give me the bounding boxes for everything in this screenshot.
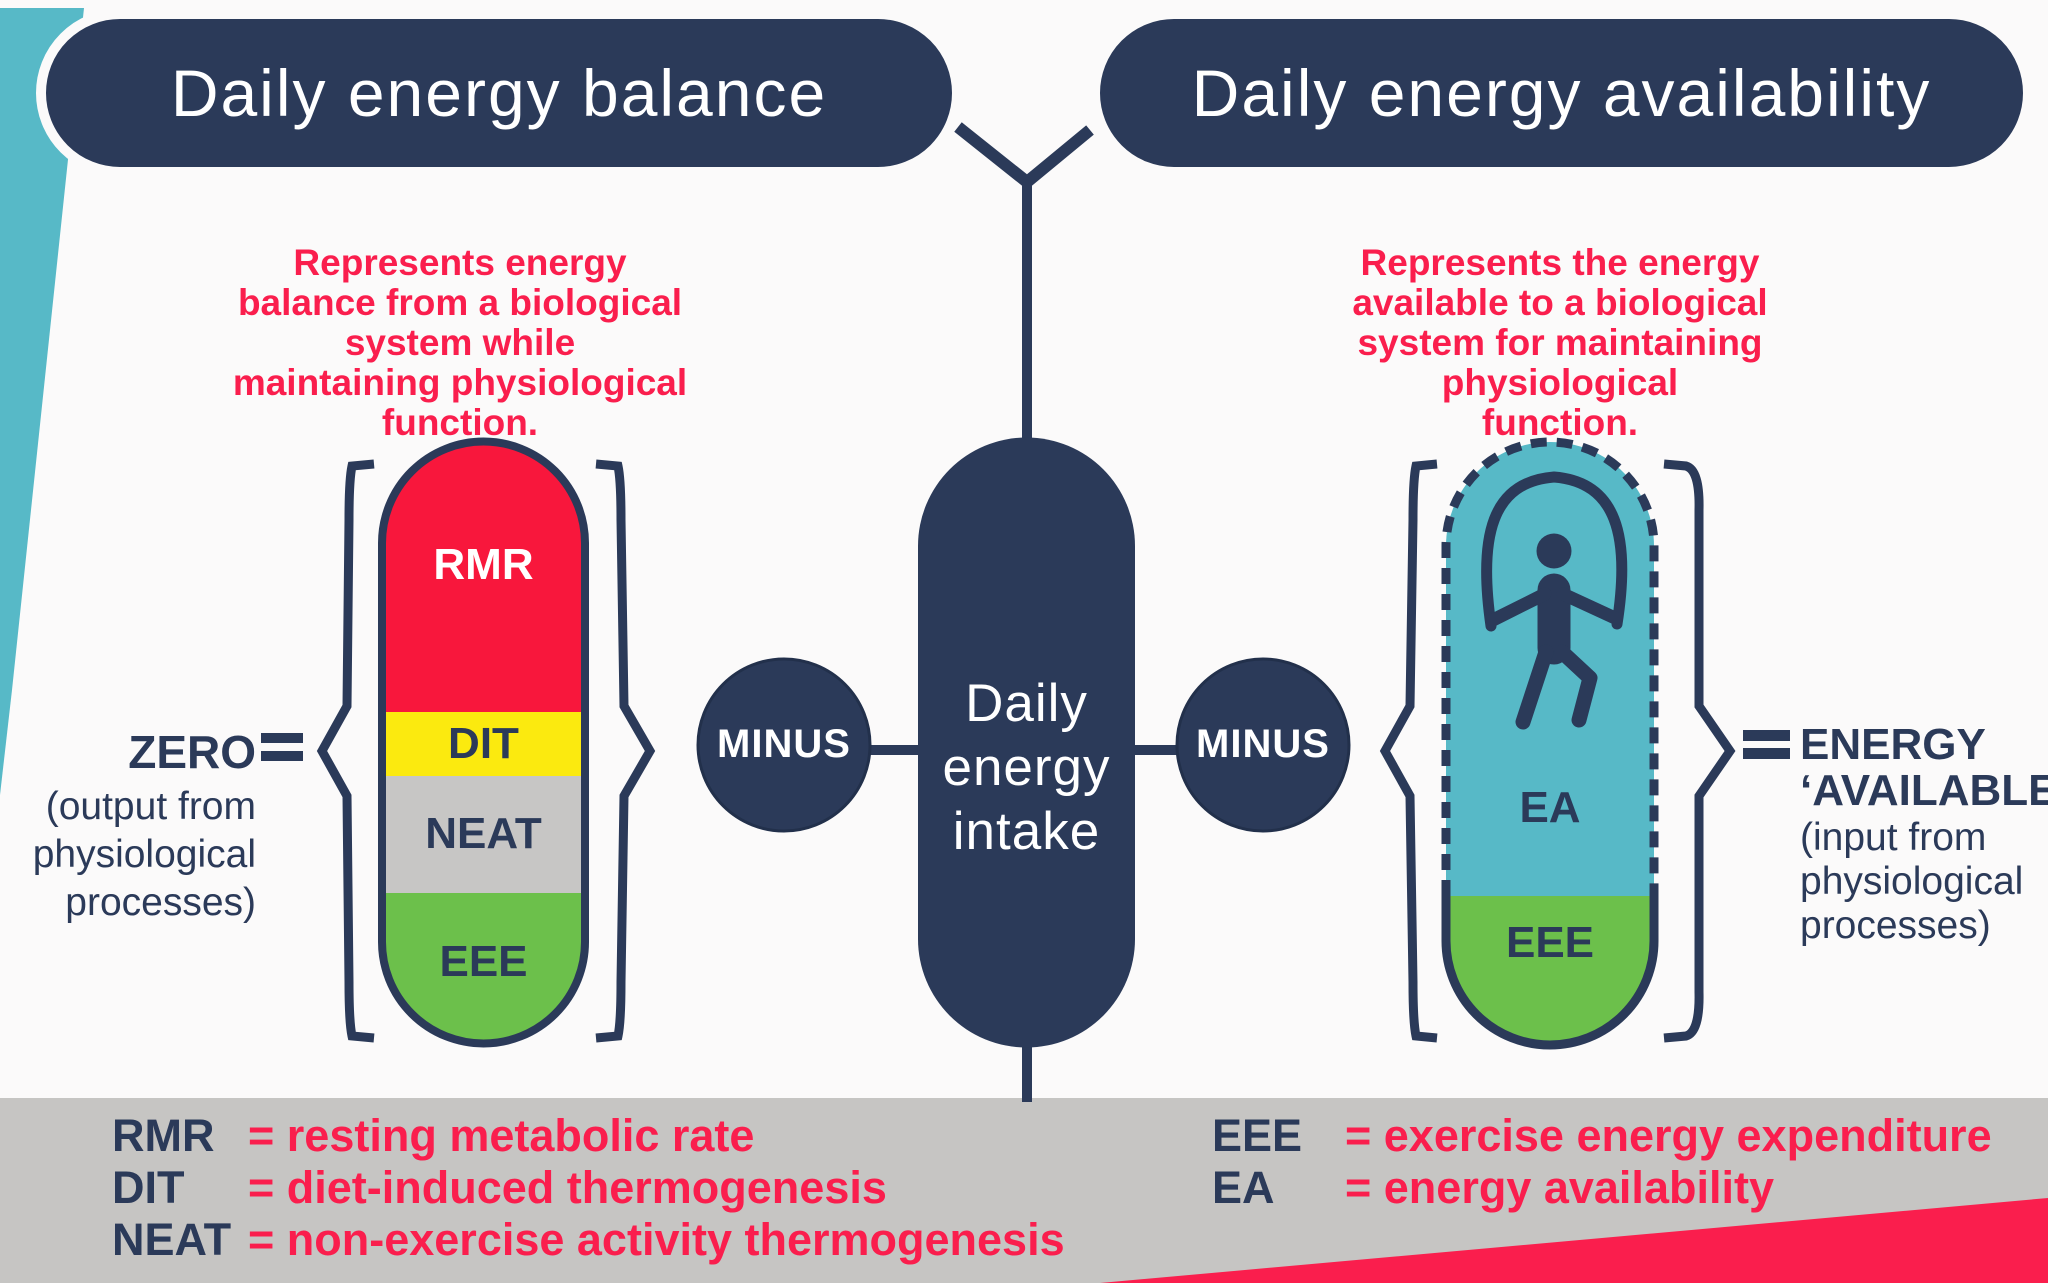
eee-solid-outline bbox=[1441, 896, 1659, 1050]
red-corner-wedge bbox=[1100, 1198, 2048, 1283]
zero-equals-icon bbox=[261, 751, 303, 761]
zero-subtext-line: physiological bbox=[32, 833, 256, 876]
description-line: function. bbox=[1481, 402, 1639, 443]
ea-dashed-outline bbox=[1441, 437, 1659, 896]
header-pill-right bbox=[1090, 9, 2033, 177]
energy-available-term: ENERGY ‘AVAILABLE’ bbox=[1800, 722, 2048, 814]
legend-definition: = exercise energy expenditure bbox=[1345, 1110, 1992, 1161]
legend-abbr: NEAT bbox=[112, 1214, 232, 1265]
description-line: system while bbox=[344, 322, 576, 363]
intake-capsule bbox=[918, 437, 1135, 1048]
jump-rope-arc bbox=[1481, 471, 1628, 632]
energy-subtext-line: processes) bbox=[1800, 904, 1991, 947]
energy-subtext: (input from physiological processes) bbox=[1800, 816, 2048, 948]
legend-abbr: DIT bbox=[112, 1162, 185, 1213]
eee-label-left: EEE bbox=[439, 937, 528, 986]
description-line: system for maintaining bbox=[1357, 322, 1763, 363]
header-v-connector bbox=[954, 122, 1094, 190]
description-line: Represents the energy bbox=[1360, 242, 1760, 283]
figure-right-arm bbox=[1556, 587, 1622, 625]
teal-corner-wedge bbox=[0, 8, 84, 795]
description-left: Represents energy balance from a biologi… bbox=[180, 243, 740, 443]
legend-definition: = non-exercise activity thermogenesis bbox=[248, 1214, 1065, 1265]
description-line: available to a biological bbox=[1352, 282, 1768, 323]
description-right: Represents the energy available to a bio… bbox=[1280, 243, 1840, 443]
legend-definition: = energy availability bbox=[1345, 1162, 1774, 1213]
left-capsule-outline bbox=[378, 437, 589, 1048]
left-capsule-left-brace bbox=[316, 459, 375, 1043]
energy-equals-icon bbox=[1743, 748, 1790, 759]
description-line: balance from a biological bbox=[237, 282, 683, 323]
neat-label: NEAT bbox=[425, 809, 542, 858]
figure-head bbox=[1536, 533, 1572, 569]
legend-definition: = resting metabolic rate bbox=[248, 1110, 755, 1161]
minus-label-left: MINUS bbox=[717, 722, 851, 766]
minus-circle-right bbox=[1175, 657, 1351, 833]
legend-definition: = diet-induced thermogenesis bbox=[248, 1162, 887, 1213]
dit-label: DIT bbox=[448, 719, 519, 768]
figure-right-leg bbox=[1554, 644, 1598, 728]
eee-label-right: EEE bbox=[1505, 918, 1595, 967]
zero-equals-icon bbox=[261, 733, 303, 743]
energy-subtext-line: physiological bbox=[1800, 860, 2024, 903]
energy-subtext-line: (input from bbox=[1800, 816, 1987, 859]
legend-abbr: EEE bbox=[1212, 1110, 1303, 1161]
right-capsule-bands bbox=[1446, 442, 1654, 1045]
left-capsule-bands bbox=[382, 441, 585, 1044]
braces bbox=[316, 459, 1736, 1043]
rmr-band bbox=[382, 441, 585, 712]
description-line: function. bbox=[381, 402, 539, 443]
ea-label: EA bbox=[1519, 783, 1581, 832]
intake-label: Daily energy intake bbox=[918, 672, 1135, 864]
left-capsule-right-brace bbox=[595, 459, 656, 1043]
energy-term-line: ‘AVAILABLE’ bbox=[1800, 766, 2048, 815]
neat-band bbox=[382, 776, 585, 893]
figure-left-arm bbox=[1486, 587, 1552, 627]
zero-subtext-line: (output from bbox=[45, 785, 256, 828]
dit-band bbox=[382, 712, 585, 776]
zero-subtext: (output from physiological processes) bbox=[0, 783, 256, 927]
description-line: Represents energy bbox=[293, 242, 627, 283]
header-title-right: Daily energy availability bbox=[1191, 56, 1932, 130]
description-line: maintaining physiological bbox=[232, 362, 688, 403]
legend-abbr: RMR bbox=[112, 1110, 215, 1161]
zero-subtext-line: processes) bbox=[65, 881, 256, 924]
energy-term-line: ENERGY bbox=[1800, 720, 1986, 769]
minus-circle-left bbox=[696, 657, 872, 833]
header-pill-left bbox=[36, 9, 962, 177]
rmr-label: RMR bbox=[433, 540, 534, 589]
legend-abbr: EA bbox=[1212, 1162, 1275, 1213]
equals-glyphs bbox=[261, 730, 1790, 761]
intake-line: intake bbox=[952, 802, 1101, 861]
zero-term: ZERO bbox=[128, 726, 256, 778]
header-title-left: Daily energy balance bbox=[170, 56, 828, 130]
intake-line: energy bbox=[942, 738, 1111, 797]
description-line: physiological bbox=[1441, 362, 1679, 403]
right-capsule-right-brace bbox=[1663, 459, 1736, 1043]
jump-rope-figure-icon bbox=[1481, 471, 1628, 730]
right-capsule-left-brace bbox=[1379, 459, 1438, 1043]
figure-left-leg bbox=[1515, 644, 1554, 730]
intake-line: Daily bbox=[965, 674, 1088, 733]
minus-label-right: MINUS bbox=[1196, 722, 1330, 766]
energy-equals-icon bbox=[1743, 730, 1790, 741]
